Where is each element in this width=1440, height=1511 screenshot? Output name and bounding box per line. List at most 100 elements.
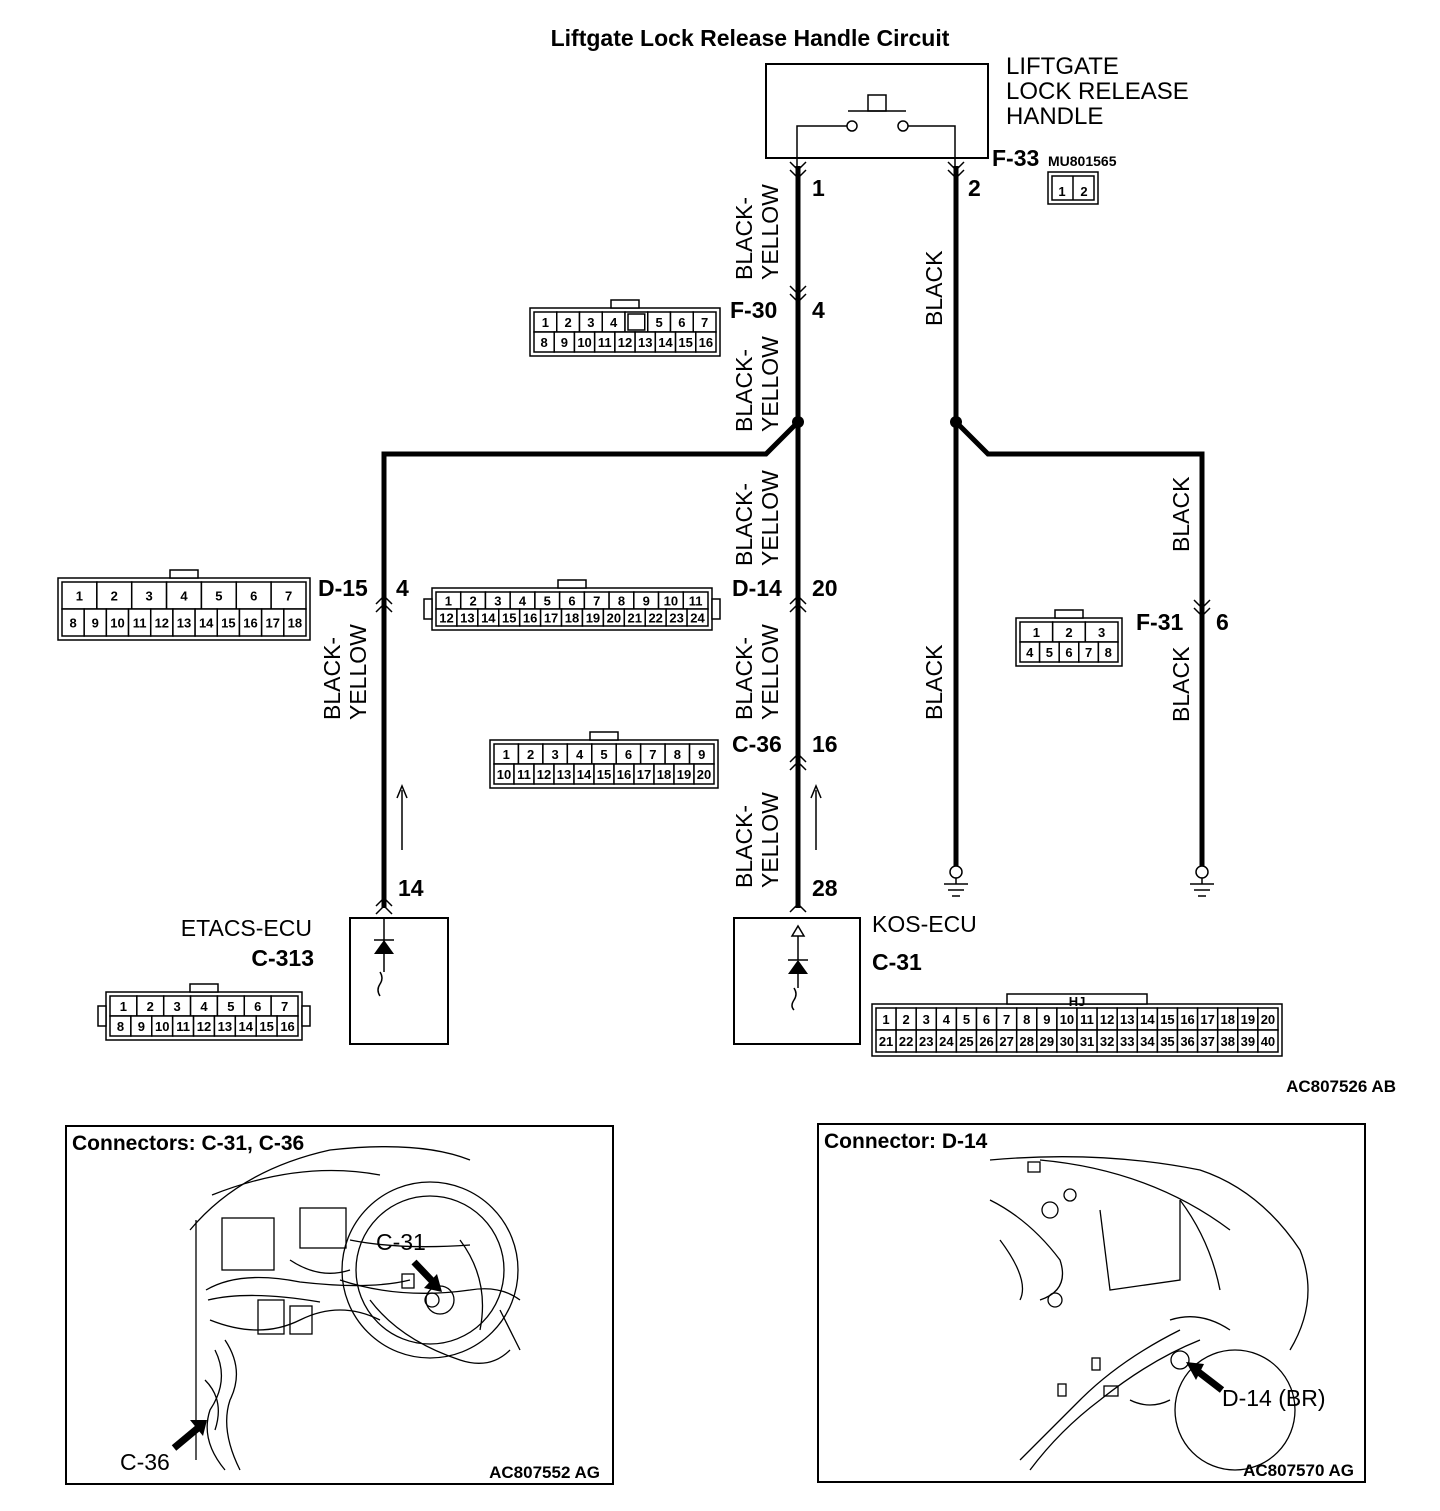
panel-right-code: AC807570 AG: [1243, 1461, 1354, 1480]
splice-black-yellow: [792, 416, 804, 428]
d15-pin-cell: 16: [243, 616, 257, 631]
f33-pin-2: 2: [968, 175, 981, 201]
c313-pin-cell: 3: [174, 999, 181, 1014]
rear-body-outline: [989, 1156, 1309, 1351]
c313-pin-cell: 12: [197, 1019, 211, 1034]
c31-pin-cell: 25: [959, 1034, 973, 1049]
c31-pin-cell: 35: [1160, 1034, 1174, 1049]
d14-pin-cell: 6: [568, 594, 575, 609]
c31-pin-cell: 37: [1200, 1034, 1214, 1049]
c313-pin-cell: 7: [281, 999, 288, 1014]
wire-label-black-1: BLACK: [921, 250, 947, 326]
f33-connector-label: F-33: [992, 145, 1039, 171]
c31-pin-cell: 26: [979, 1034, 993, 1049]
latch-icon: [423, 598, 433, 620]
f30-pin-cell: 7: [701, 315, 708, 330]
chevron-c31: [789, 902, 807, 913]
c36-pin-cell: 2: [527, 747, 534, 762]
chevron-f30: [789, 285, 807, 304]
c31-pin-cell: 5: [963, 1012, 970, 1027]
dashboard-illustration: [189, 1146, 521, 1471]
d14-pin-cell: 22: [648, 611, 662, 626]
d15-pin-cell: 6: [250, 589, 257, 604]
panel-right-frame: [817, 1123, 1366, 1483]
f30-pin-cell: 3: [587, 315, 594, 330]
arrow-icon: [424, 1274, 442, 1292]
c313-pin-cell: 2: [147, 999, 154, 1014]
f30-pin-cell: 6: [678, 315, 685, 330]
c36-pin-cell: 18: [657, 767, 671, 782]
wire-label-text: BLACK-: [731, 637, 757, 720]
c31-pin-cell: 3: [923, 1012, 930, 1027]
wire-label-text: YELLOW: [757, 624, 783, 720]
d14-pin-cell: 9: [643, 594, 650, 609]
arrow-up-icon: [396, 784, 408, 799]
wire-label-text: YELLOW: [757, 336, 783, 432]
c313-pin-cell: 8: [117, 1019, 124, 1034]
d14-pin-cell: 3: [494, 594, 501, 609]
wire-label-text: BLACK-: [731, 805, 757, 888]
f30-pin-cell: 2: [565, 315, 572, 330]
wire-label-by-3: BLACK- YELLOW: [731, 470, 783, 566]
callout-d14: D-14 (BR): [1222, 1385, 1326, 1411]
c31-pin-cell: 1: [882, 1012, 889, 1027]
f31-pin-cell: 1: [1033, 625, 1040, 640]
c31-pin-cell: 32: [1100, 1034, 1114, 1049]
f30-pin-cell: 15: [678, 335, 692, 350]
chevron-c36: [789, 752, 807, 771]
f31-pin-cell: 6: [1065, 645, 1072, 660]
splice-black: [950, 416, 962, 428]
switch-lead-1: [796, 125, 847, 168]
c31-pin-cell: 36: [1180, 1034, 1194, 1049]
arrow-icon: [190, 1420, 207, 1436]
c31-pin-cell: 14: [1140, 1012, 1155, 1027]
c31-pin-cell: 16: [1180, 1012, 1194, 1027]
triangle-icon: [790, 924, 806, 937]
diode-icon: [374, 940, 394, 954]
c313-pin-cell: 5: [227, 999, 234, 1014]
c36-pin-cell: 1: [503, 747, 510, 762]
c31-pin-cell: 24: [939, 1034, 954, 1049]
d14-pin-cell: 14: [481, 611, 496, 626]
d15-pin-cell: 7: [285, 589, 292, 604]
d15-pin-cell: 5: [215, 589, 222, 604]
d14-pin-cell: 20: [607, 611, 621, 626]
c36-pin-cell: 14: [577, 767, 592, 782]
location-panel-right: Connector: D-14 D-14 (BR) AC807570 AG: [817, 1123, 1366, 1483]
f31-pin-cell: 2: [1065, 625, 1072, 640]
d14-pin-cell: 7: [593, 594, 600, 609]
d15-pin-cell: 13: [177, 616, 191, 631]
d15-pin-cell: 17: [265, 616, 279, 631]
f31-pin-cell: 5: [1046, 645, 1053, 660]
f30-connector-label: F-30: [730, 297, 777, 323]
c313-pin-cell: 14: [239, 1019, 254, 1034]
location-panel-left: Connectors: C-31, C-36: [65, 1125, 614, 1485]
callout-c31-arrow: [411, 1259, 437, 1286]
panel-left-frame: [65, 1125, 614, 1485]
c31-pin-cell: 4: [943, 1012, 951, 1027]
d15-pin-cell: 8: [69, 616, 76, 631]
switch-terminal-1: [846, 120, 858, 132]
f30-pin-cell: 5: [656, 315, 663, 330]
wire-label-text: BLACK-: [731, 483, 757, 566]
c313-pin-cell: 6: [254, 999, 261, 1014]
liftgate-lock-release-handle: LIFTGATE LOCK RELEASE HANDLE F-33 MU8015…: [765, 53, 1189, 205]
c31-pin-cell: 23: [919, 1034, 933, 1049]
d14-pin-cell: 17: [544, 611, 558, 626]
etacs-ecu: ETACS-ECU C-313: [181, 915, 449, 1045]
c31-pin-cell: 13: [1120, 1012, 1134, 1027]
latch-icon: [711, 598, 721, 620]
c31-pin: 28: [812, 875, 838, 901]
f30-pin-cell: 1: [542, 315, 549, 330]
c36-pin-cell: 6: [625, 747, 632, 762]
f30-pin: 4: [812, 297, 825, 323]
kos-ecu-box: [733, 917, 861, 1045]
c31-pin-cell: 7: [1003, 1012, 1010, 1027]
c313-pin-cell: 15: [259, 1019, 273, 1034]
rear-window: [1099, 1200, 1181, 1291]
c36-pin-cell: 17: [637, 767, 651, 782]
c313-pin-cell: 10: [155, 1019, 169, 1034]
wire-label-text: YELLOW: [345, 624, 371, 720]
ground-terminal-2: [1195, 865, 1209, 879]
chevron-d14: [789, 594, 807, 613]
